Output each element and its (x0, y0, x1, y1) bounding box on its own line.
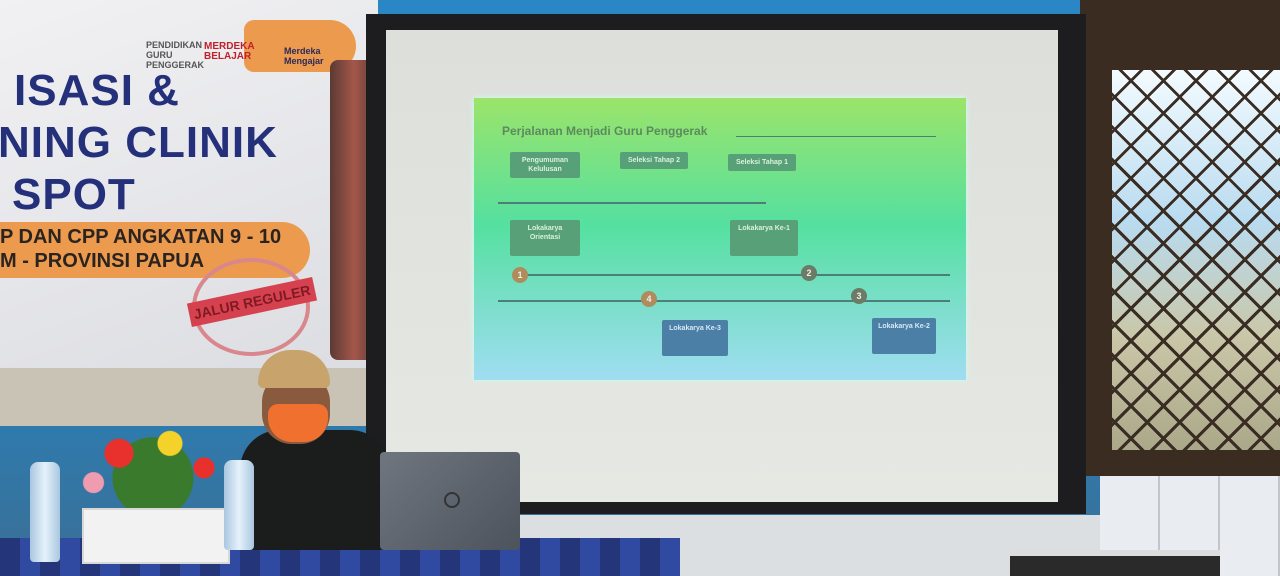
projector (1010, 550, 1220, 576)
timeline-bottom (498, 300, 950, 302)
box-lokakarya-3: Lokakarya Ke-3 (662, 320, 728, 356)
box-seleksi-1: Seleksi Tahap 1 (728, 154, 796, 171)
flower-pot (82, 508, 230, 564)
presenter-body (240, 430, 390, 550)
logo-merdeka-mengajar: Merdeka Mengajar (284, 46, 324, 66)
step-1: 1 (512, 267, 528, 283)
timeline-middle (520, 274, 950, 276)
box-lokakarya-orientasi: Lokakarya Orientasi (510, 220, 580, 256)
title-rule (736, 136, 936, 137)
slide-title: Perjalanan Menjadi Guru Penggerak (502, 124, 708, 138)
projected-slide: Perjalanan Menjadi Guru Penggerak Pengum… (474, 98, 966, 380)
logo-guru-penggerak: PENDIDIKAN GURU PENGGERAK (146, 40, 205, 70)
timeline-top (498, 202, 766, 204)
flower-arrangement (68, 414, 238, 512)
banner-line-2: NING CLINIK (0, 118, 278, 167)
box-pengumuman: Pengumuman Kelulusan (510, 152, 580, 178)
box-seleksi-2: Seleksi Tahap 2 (620, 152, 688, 169)
banner-line-1: ISASI & (14, 66, 180, 115)
box-lokakarya-1: Lokakarya Ke-1 (730, 220, 798, 256)
logo-merdeka-belajar: MERDEKA BELAJAR (204, 41, 255, 62)
presenter-hat (258, 350, 330, 388)
window-lattice (1112, 70, 1280, 450)
hp-logo-icon (444, 492, 460, 508)
box-lokakarya-2: Lokakarya Ke-2 (872, 318, 936, 354)
step-3: 3 (851, 288, 867, 304)
banner-subtitle-2: M - PROVINSI PAPUA (0, 250, 205, 272)
water-bottle (224, 460, 254, 550)
water-bottle (30, 462, 60, 562)
presenter-mask (268, 404, 328, 442)
banner-line-3: SPOT (12, 170, 136, 219)
banner-subtitle-1: P DAN CPP ANGKATAN 9 - 10 (0, 226, 282, 248)
step-4: 4 (641, 291, 657, 307)
event-banner: PENDIDIKAN GURU PENGGERAK MERDEKA BELAJA… (0, 0, 378, 368)
step-2: 2 (801, 265, 817, 281)
